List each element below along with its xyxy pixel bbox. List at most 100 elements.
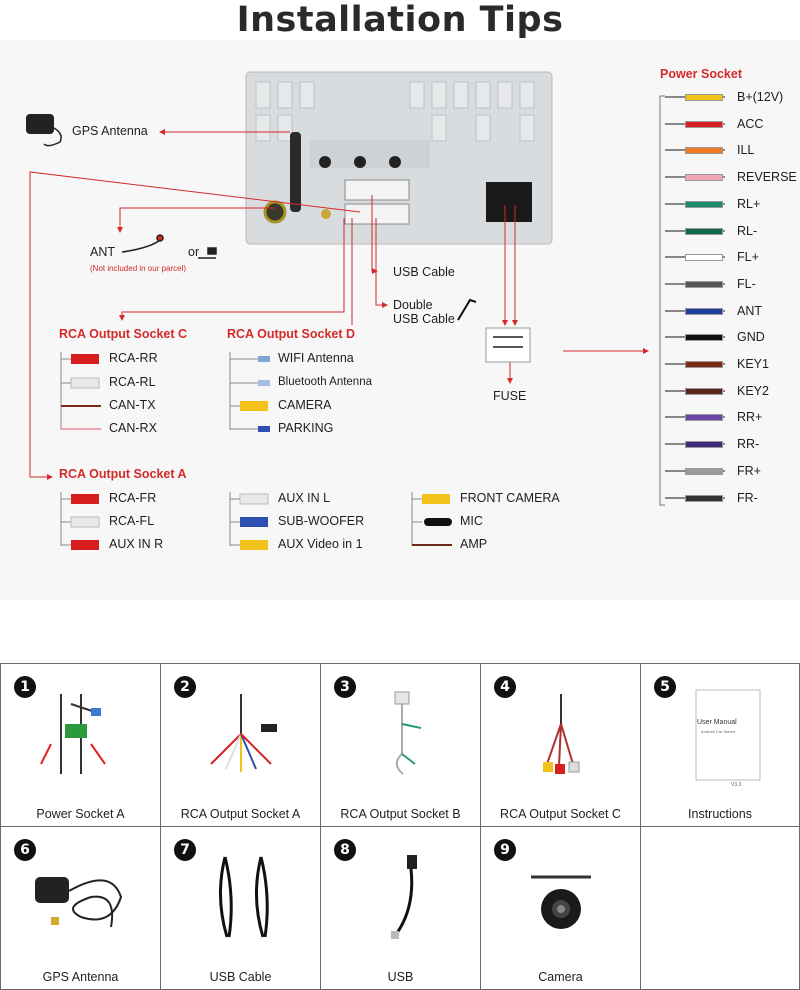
- double-usb-label-2: USB Cable: [393, 312, 455, 326]
- accessory-label: GPS Antenna: [42, 970, 119, 984]
- rca-a-item-fr: RCA-FR: [109, 491, 157, 505]
- rca-a-item-mic: MIC: [460, 514, 483, 528]
- manual-subtitle: Android Car Stereo: [701, 729, 736, 734]
- accessory-image: [641, 684, 799, 794]
- accessory-label: RCA Output Socket A: [180, 807, 301, 821]
- power-wire-label: ANT: [737, 303, 762, 318]
- accessory-label: RCA Output Socket C: [500, 807, 621, 821]
- fuse-label: FUSE: [493, 389, 527, 403]
- accessory-number: 9: [494, 839, 516, 861]
- rca-a-col3-plugs: [411, 492, 452, 546]
- accessory-label: Instructions: [688, 807, 752, 821]
- accessory-image: [321, 684, 480, 794]
- power-wire-swatch: [685, 94, 723, 101]
- rca-c-item-1: RCA-RR: [109, 351, 158, 365]
- accessory-number: 8: [334, 839, 356, 861]
- gps-puck: [26, 114, 62, 147]
- power-wire-row: ANT: [665, 302, 800, 320]
- head-unit-back: [245, 71, 553, 245]
- rca-a-item-aux-video: AUX Video in 1: [278, 537, 363, 551]
- rca-d-item-1: WIFI Antenna: [278, 351, 354, 365]
- power-wire-label: RR-: [737, 437, 760, 452]
- power-wire-label: GND: [737, 330, 765, 345]
- power-wire-label: ACC: [737, 116, 764, 131]
- power-wire-label: RL-: [737, 223, 758, 238]
- power-wire-label: REVERSE: [737, 170, 797, 185]
- power-wire-swatch: [685, 200, 723, 208]
- gps-antenna-label: GPS Antenna: [72, 124, 148, 138]
- rca-c-item-2: RCA-RL: [109, 375, 156, 389]
- accessory-image: [1, 847, 160, 957]
- power-wire-row: RR+: [665, 408, 800, 426]
- power-wire-row: KEY2: [665, 382, 800, 400]
- accessory-number: 6: [14, 839, 36, 861]
- power-wire-row: GND: [665, 328, 800, 346]
- accessory-number: 4: [494, 676, 516, 698]
- accessory-image: [161, 847, 320, 957]
- power-wire-row: FR+: [665, 462, 800, 480]
- power-wire-swatch: [685, 467, 723, 475]
- rca-a-item-fl: RCA-FL: [109, 514, 155, 528]
- power-wire-row: RL+: [665, 195, 800, 213]
- power-wire-label: FR-: [737, 490, 758, 505]
- empty-cell: [640, 826, 800, 990]
- accessory-number: 3: [334, 676, 356, 698]
- rca-a-item-aux-r: AUX IN R: [109, 537, 164, 551]
- accessory-number: 1: [14, 676, 36, 698]
- rca-a-col2-plugs: [229, 492, 269, 550]
- power-wire-swatch: [685, 254, 723, 262]
- rca-a-col1-plugs: [60, 492, 100, 550]
- manual-version: V3.3: [731, 782, 742, 788]
- rca-d-plugs: [229, 352, 270, 432]
- power-wire-swatch: [685, 280, 723, 288]
- accessory-image: [321, 847, 480, 957]
- power-wire-label: RR+: [737, 410, 763, 425]
- power-socket-header: Power Socket: [660, 67, 742, 81]
- power-wire-swatch: [685, 441, 723, 449]
- ant-label: ANT: [90, 245, 115, 259]
- accessory-image: [1, 684, 160, 794]
- rca-d-item-3: CAMERA: [278, 398, 332, 412]
- accessory-label: Camera: [538, 970, 583, 984]
- rca-a-header: RCA Output Socket A: [59, 467, 187, 481]
- rca-a-item-front-camera: FRONT CAMERA: [460, 491, 560, 505]
- accessory-image: [481, 684, 640, 794]
- ant-note: (Not included in our parcel): [90, 264, 187, 273]
- rca-c-item-3: CAN-TX: [109, 398, 156, 412]
- rca-d-header: RCA Output Socket D: [227, 327, 356, 341]
- power-socket-bracket: [659, 95, 665, 506]
- accessory-label: USB Cable: [209, 970, 272, 984]
- power-wire-swatch: [685, 147, 723, 155]
- rca-c-item-4: CAN-RX: [109, 421, 157, 435]
- rca-c-plugs: [60, 352, 101, 430]
- or-label: or: [188, 245, 200, 259]
- power-wire-row: ACC: [665, 115, 800, 133]
- power-wire-row: B+(12V): [665, 88, 800, 106]
- rca-a-item-amp: AMP: [460, 537, 488, 551]
- ant-adapter: [121, 234, 217, 259]
- accessory-image: [161, 684, 320, 794]
- accessory-label: USB: [387, 970, 414, 984]
- power-wire-swatch: [685, 334, 723, 342]
- power-wire-label: RL+: [737, 196, 761, 211]
- accessory-number: 7: [174, 839, 196, 861]
- double-usb-label-1: Double: [393, 298, 433, 312]
- power-wire-swatch: [685, 361, 723, 368]
- rca-a-item-aux-l: AUX IN L: [278, 491, 331, 505]
- power-wire-row: ILL: [665, 141, 800, 159]
- power-wire-swatch: [685, 307, 723, 315]
- accessory-number: 5: [654, 676, 676, 698]
- power-wire-row: RR-: [665, 435, 800, 453]
- rca-c-header: RCA Output Socket C: [59, 327, 188, 341]
- power-wire-label: FR+: [737, 463, 761, 478]
- accessory-number: 2: [174, 676, 196, 698]
